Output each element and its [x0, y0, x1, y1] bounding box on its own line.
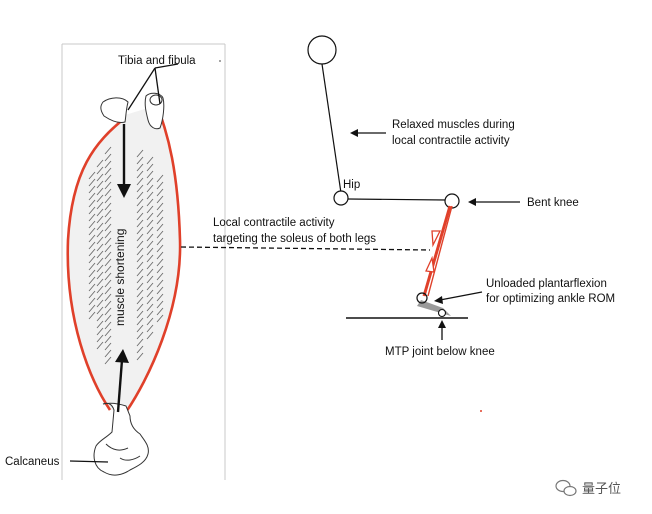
unloaded-arrow [434, 291, 483, 304]
hip-joint [333, 190, 349, 206]
calcaneus-label-line [69, 460, 109, 463]
calf-muscle [66, 105, 182, 413]
muscle-fibers [88, 146, 164, 365]
tibia-fibula-bone [100, 92, 165, 130]
mtp-label: MTP joint below knee [385, 346, 495, 358]
bent-knee-arrow [468, 198, 520, 206]
watermark-text: 量子位 [582, 482, 621, 497]
grey-dot-mark [219, 60, 221, 62]
muscle-shortening-label: muscle shortening [113, 229, 127, 326]
left-panel-frame [61, 43, 226, 480]
calcaneus-label: Calcaneus [5, 456, 60, 468]
hip-label: Hip [343, 179, 360, 191]
calcaneus-bone [93, 402, 149, 476]
mtp-joint [437, 308, 447, 318]
muscle-outline-left [66, 116, 126, 411]
dashed-connector [180, 246, 431, 251]
shank-muscle [416, 205, 453, 318]
shortening-arrow-up [115, 349, 129, 413]
stick-figure [307, 35, 468, 319]
unloaded-label-line2: for optimizing ankle ROM [486, 293, 615, 305]
muscle-outline-right [124, 107, 182, 413]
mtp-arrow [438, 320, 446, 340]
muscle-force-arrow-lower [425, 255, 435, 273]
tibia-label-arrow [127, 63, 179, 111]
muscle-force-arrow-upper [431, 230, 442, 248]
bent-knee-label: Bent knee [527, 197, 579, 209]
wechat-icon [555, 479, 577, 497]
local-activity-label-line1: Local contractile activity [213, 217, 335, 229]
local-activity-label-line2: targeting the soleus of both legs [213, 233, 376, 245]
head-circle [307, 35, 337, 65]
unloaded-label-line1: Unloaded plantarflexion [486, 278, 607, 290]
thigh-line [347, 198, 447, 201]
relaxed-label-line2: local contractile activity [392, 135, 510, 147]
trunk-line [321, 63, 342, 194]
ankle-joint [416, 292, 428, 304]
relaxed-label-line1: Relaxed muscles during [392, 119, 515, 131]
watermark: 量子位 [555, 479, 621, 497]
shortening-arrow-down [117, 124, 131, 198]
tibia-fibula-label: Tibia and fibula [118, 55, 196, 67]
knee-joint [444, 193, 460, 209]
red-dot-mark [480, 410, 482, 412]
relaxed-arrow [350, 129, 386, 137]
